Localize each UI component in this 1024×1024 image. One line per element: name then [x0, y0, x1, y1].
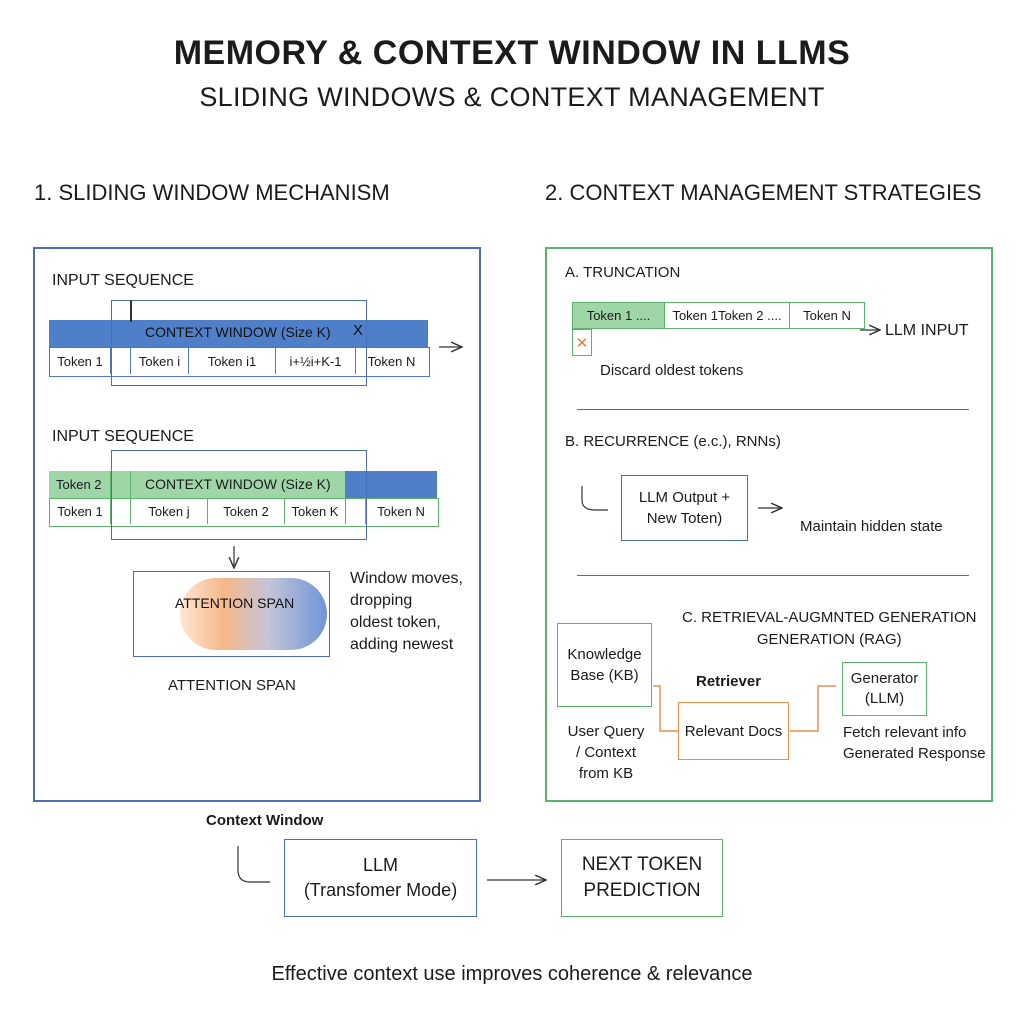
llm-input-label: LLM INPUT [885, 322, 969, 339]
context-window-frame-1 [111, 300, 367, 386]
sequence1-highlight-bar [49, 320, 428, 347]
attention-span-caption: ATTENTION SPAN [168, 677, 296, 694]
window-moves-note: Window moves, dropping oldest token, add… [350, 568, 463, 656]
generator-box: Generator (LLM) [842, 662, 927, 716]
diagram-subtitle: SLIDING WINDOWS & CONTEXT MANAGEMENT [199, 82, 825, 112]
truncation-token-row: Token 1 .... Token 1Token 2 .... Token N [572, 302, 865, 329]
window-edge-marker [130, 300, 132, 322]
context-loop [237, 846, 270, 883]
seq2-token-gap [346, 499, 366, 524]
left-section-heading: 1. SLIDING WINDOW MECHANISM [34, 180, 390, 205]
context-strategies-panel [545, 247, 993, 802]
next-token-box: NEXT TOKEN PREDICTION [561, 839, 723, 917]
truncation-token: Token N [803, 308, 851, 323]
seq2-token: Token 2 [208, 499, 285, 524]
section-divider [577, 575, 969, 576]
truncation-token: Token 1Token 2 .... [665, 303, 790, 328]
discard-x-icon: ✕ [572, 329, 592, 356]
seq1-token: i+½i+K-1 [276, 348, 356, 374]
llm-output-box: LLM Output + New Toten) [621, 475, 748, 541]
recurrence-caption: Maintain hidden state [800, 518, 943, 535]
seq2-token: Token j [131, 499, 208, 524]
llm-output-line: New Toten) [646, 510, 723, 527]
rag-title-line: GENERATION (RAG) [756, 631, 902, 648]
recurrence-loop [581, 486, 608, 511]
sequence2-blue-bar [345, 471, 437, 498]
sliding-window-panel [33, 247, 481, 802]
query-line: User Query [567, 723, 645, 740]
fetch-line: Generated Response [843, 745, 986, 762]
kb-line: Knowledge [567, 646, 642, 663]
truncation-title: A. TRUNCATION [565, 264, 681, 281]
seq1-token: Token N [367, 353, 416, 369]
seq1-token: Token 1 [50, 348, 111, 374]
right-section-heading: 2. CONTEXT MANAGEMENT STRATEGIES [545, 180, 982, 205]
llm-output-line: LLM Output + [638, 489, 731, 506]
note-line: Window moves, [350, 570, 463, 587]
truncation-token: Token 1 .... [573, 303, 665, 328]
seq1-token: Token i1 [189, 348, 276, 374]
docs-to-generator-connector [790, 685, 836, 732]
rag-title: C. RETRIEVAL-AUGMNTED GENERATION GENERAT… [682, 607, 976, 651]
fetch-line: Fetch relevant info [843, 724, 967, 741]
context-window-label-2: CONTEXT WINDOW (Size K) [145, 476, 331, 492]
note-line: oldest token, [350, 614, 441, 631]
knowledge-base-box: Knowledge Base (KB) [557, 623, 652, 707]
input-sequence-label-1: INPUT SEQUENCE [52, 272, 194, 289]
attention-span-box-label: ATTENTION SPAN [175, 595, 295, 611]
fetch-info-text: Fetch relevant info Generated Response [843, 722, 986, 764]
truncation-caption: Discard oldest tokens [600, 362, 744, 379]
generator-line: Generator [850, 670, 919, 687]
user-query-text: User Query / Context from KB [560, 721, 652, 784]
seq2-token: Token N [377, 504, 425, 519]
next-token-line: PREDICTION [583, 880, 701, 901]
note-line: dropping [350, 592, 413, 609]
sequence2-green-bar [49, 471, 345, 498]
seq2-divider [110, 471, 111, 498]
retriever-label: Retriever [696, 673, 762, 690]
context-window-frame-2 [111, 450, 367, 540]
recurrence-title: B. RECURRENCE (e.c.), RNNs) [565, 433, 781, 450]
attention-span-box [133, 571, 330, 657]
kb-line: Base (KB) [570, 667, 639, 684]
input-sequence-label-2: INPUT SEQUENCE [52, 428, 194, 445]
context-window-label: Context Window [206, 812, 324, 829]
llm-transformer-box: LLM (Transfomer Mode) [284, 839, 477, 917]
kb-to-docs-connector [653, 685, 678, 732]
llm-line: LLM [362, 855, 398, 875]
query-line: from KB [578, 765, 634, 782]
relevant-docs-box: Relevant Docs [678, 702, 789, 760]
seq1-token: Token i [131, 348, 189, 374]
sequence2-token-row: Token 1 Token j Token 2 Token K Token N [49, 498, 439, 527]
seq2-token: Token 1 [50, 499, 111, 524]
next-token-line: NEXT TOKEN [581, 854, 703, 875]
llm-line: (Transfomer Mode) [303, 880, 458, 900]
seq2-token-gap [111, 499, 131, 524]
seq2-first-token: Token 2 [56, 477, 102, 492]
seq1-token-gap [111, 348, 131, 374]
generator-line: (LLM) [864, 690, 905, 707]
seq2-divider [130, 471, 131, 498]
rag-title-line: C. RETRIEVAL-AUGMNTED GENERATION [682, 609, 977, 626]
seq2-token: Token K [285, 499, 346, 524]
diagram-title: MEMORY & CONTEXT WINDOW IN LLMS [173, 34, 851, 72]
context-window-label-1: CONTEXT WINDOW (Size K) [145, 324, 331, 340]
footer-caption: Effective context use improves coherence… [271, 963, 753, 985]
window-drop-mark: X [353, 322, 364, 339]
note-line: adding newest [350, 636, 454, 653]
section-divider [577, 409, 969, 410]
attention-span-gradient [180, 578, 327, 650]
query-line: / Context [575, 744, 637, 761]
